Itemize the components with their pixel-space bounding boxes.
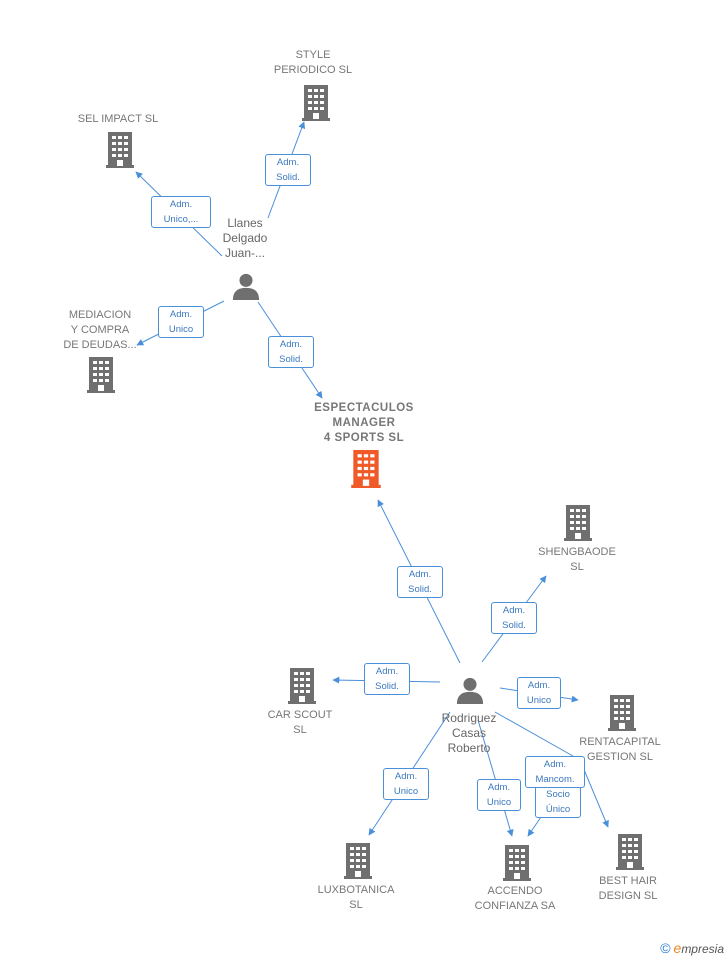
edge-label-rodriguez-accendo-1: Adm. Unico — [477, 779, 521, 811]
edge-label-rodriguez-besthair: Adm. Mancom. — [525, 756, 585, 788]
copyright-icon: © — [660, 940, 671, 956]
node-label-llanes[interactable]: Llanes Delgado Juan-... — [222, 216, 268, 260]
node-label-best-hair[interactable]: BEST HAIR DESIGN SL — [598, 875, 658, 902]
copyright-brand[interactable]: ©empresia — [660, 940, 724, 956]
person-icon[interactable] — [456, 677, 484, 704]
node-label-car-scout[interactable]: CAR SCOUT SL — [267, 709, 333, 736]
edge-label-rodriguez-carscout: Adm. Solid. — [364, 663, 410, 695]
person-icon[interactable] — [232, 273, 260, 300]
building-icon[interactable] — [288, 668, 316, 704]
edge-label-rodriguez-espectaculos: Adm. Solid. — [397, 566, 443, 598]
building-icon[interactable] — [344, 843, 372, 879]
building-icon[interactable] — [87, 357, 115, 393]
edge-label-rodriguez-luxbotanica: Adm. Unico — [383, 768, 429, 800]
edge-label-llanes-selimpact: Adm. Unico,... — [151, 196, 211, 228]
node-label-accendo[interactable]: ACCENDO CONFIANZA SA — [474, 885, 556, 912]
edge-rodriguez-accendo-2 — [494, 711, 581, 761]
node-label-espectaculos[interactable]: ESPECTACULOS MANAGER 4 SPORTS SL — [314, 402, 414, 444]
building-icon[interactable] — [302, 85, 330, 121]
node-label-sel-impact[interactable]: SEL IMPACT SL — [77, 113, 159, 125]
edge-label-llanes-style: Adm. Solid. — [265, 154, 311, 186]
building-icon[interactable] — [616, 834, 644, 870]
edge-rodriguez-accendo-1 — [477, 719, 514, 837]
building-icon[interactable] — [503, 845, 531, 881]
node-label-rodriguez[interactable]: Rodriguez Casas Roberto — [441, 711, 497, 755]
brand-name: mpresia — [681, 942, 724, 956]
brand-logo-letter: e — [673, 940, 682, 956]
node-label-shengbaode[interactable]: SHENGBAODE SL — [538, 546, 616, 573]
node-label-rentacapital[interactable]: RENTACAPITAL GESTION SL — [579, 736, 661, 763]
edge-label-rodriguez-shengbaode: Adm. Solid. — [491, 602, 537, 634]
edge-label-rodriguez-rentacapital: Adm. Unico — [517, 677, 561, 709]
edge-label-rodriguez-accendo-2: Socio Único — [535, 786, 581, 818]
building-icon[interactable] — [106, 132, 134, 168]
building-icon[interactable] — [564, 505, 592, 541]
node-label-style-periodico[interactable]: STYLE PERIODICO SL — [273, 49, 353, 76]
edge-label-llanes-mediacion: Adm. Unico — [158, 306, 204, 338]
building-icon[interactable] — [351, 450, 381, 488]
edge-label-llanes-espectaculos: Adm. Solid. — [268, 336, 314, 368]
node-label-mediacion[interactable]: MEDIACION Y COMPRA DE DEUDAS... — [63, 309, 137, 351]
building-icon[interactable] — [608, 695, 636, 731]
node-label-luxbotanica[interactable]: LUXBOTANICA SL — [317, 884, 395, 911]
